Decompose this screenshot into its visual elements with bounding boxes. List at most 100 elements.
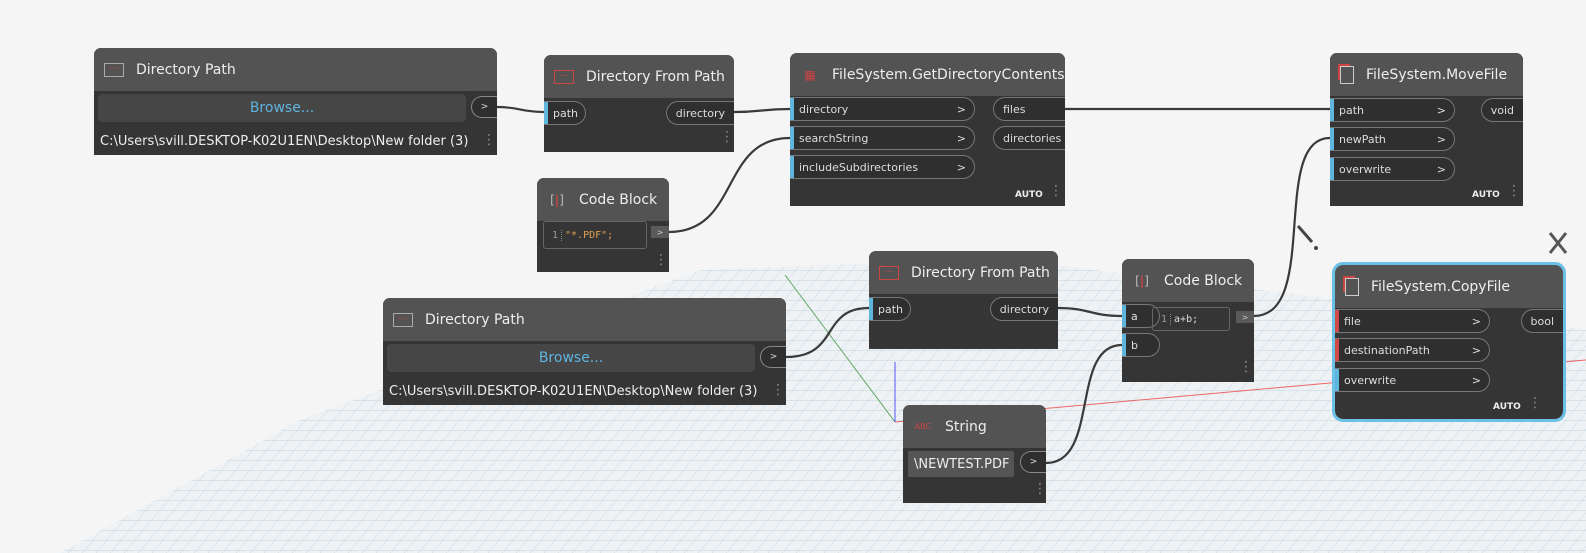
output-port[interactable]: > <box>471 96 497 118</box>
node-header[interactable]: [|]Code Block <box>537 178 669 221</box>
node-menu-icon[interactable]: ⋮ <box>482 132 496 148</box>
lacing-label: AUTO <box>1493 402 1521 412</box>
output-port[interactable]: > <box>1020 451 1046 473</box>
node-title: String <box>945 418 987 435</box>
port-label: newPath <box>1339 132 1386 146</box>
copy-file-node[interactable]: FileSystem.CopyFile file> destinationPat… <box>1332 262 1566 422</box>
directory-path-node[interactable]: ···Directory Path Browse... > C:\Users\s… <box>383 298 786 405</box>
node-title: FileSystem.GetDirectoryContents <box>832 66 1065 83</box>
browse-button[interactable]: Browse... <box>98 94 466 122</box>
node-menu-icon[interactable]: ⋮ <box>1033 481 1047 497</box>
port-label: b <box>1131 338 1138 352</box>
node-header[interactable]: [|]Code Block <box>1122 259 1254 302</box>
port-label: void <box>1490 103 1514 117</box>
input-port-searchstring[interactable]: searchString > <box>790 126 975 150</box>
node-menu-icon[interactable]: ⋮ <box>1507 183 1521 199</box>
chevron-right-icon: > <box>1436 103 1446 117</box>
y-axis-line <box>784 274 896 423</box>
node-menu-icon[interactable]: ⋮ <box>1528 395 1542 411</box>
chevron-right-icon: > <box>1471 373 1481 387</box>
output-port-directories[interactable]: directories <box>993 126 1065 150</box>
chevron-right-icon: > <box>1436 162 1446 176</box>
input-port-overwrite[interactable]: overwrite > <box>1335 368 1490 392</box>
port-label: searchString <box>799 131 869 145</box>
line-number: 1 <box>552 229 563 241</box>
chevron-right-icon: > <box>1471 314 1481 328</box>
node-header[interactable]: ··· Directory Path <box>383 298 786 341</box>
port-label: directory <box>799 102 849 116</box>
string-icon: ABC <box>914 422 932 431</box>
node-menu-icon[interactable]: ⋮ <box>720 129 734 145</box>
input-port-file[interactable]: file> <box>1335 309 1490 333</box>
wire <box>1253 136 1331 318</box>
output-port[interactable]: > <box>760 346 786 368</box>
output-port-directory[interactable]: directory <box>665 101 734 125</box>
node-header[interactable]: FileSystem.CopyFile <box>1335 265 1563 308</box>
port-label: overwrite <box>1344 373 1397 387</box>
output-port-void[interactable]: void <box>1480 98 1523 122</box>
node-header[interactable]: ▦ FileSystem.GetDirectoryContents <box>790 53 1065 96</box>
output-port[interactable]: > <box>1236 311 1254 323</box>
input-port-path[interactable]: path> <box>1330 98 1455 122</box>
wrench-icon[interactable] <box>1548 232 1568 254</box>
node-header[interactable]: FileSystem.MoveFile <box>1330 53 1523 96</box>
node-header[interactable]: ABC String <box>903 405 1046 448</box>
input-port-overwrite[interactable]: overwrite > <box>1330 157 1455 181</box>
port-label: directory <box>675 106 725 120</box>
wire <box>1057 306 1123 318</box>
port-label: destinationPath <box>1344 343 1430 357</box>
code-text: a+b; <box>1174 313 1199 325</box>
file-icon <box>1345 277 1359 296</box>
wire <box>496 105 545 114</box>
node-title: Directory From Path <box>586 68 725 85</box>
folder-icon: ··· <box>393 312 413 327</box>
directory-from-path-node[interactable]: ···Directory From Path path directory <box>869 251 1058 349</box>
port-label: path <box>553 106 579 120</box>
directory-from-path-node[interactable]: ···Directory From Path path directory ⋮ <box>544 55 734 152</box>
chevron-right-icon: > <box>1436 132 1446 146</box>
node-menu-icon[interactable]: ⋮ <box>1239 359 1253 375</box>
string-node[interactable]: ABC String \NEWTEST.PDF > ⋮ <box>903 405 1047 503</box>
port-label: bool <box>1530 314 1555 328</box>
code-block-node[interactable]: [|]Code Block 1"*.PDF"; > ⋮ <box>537 178 669 272</box>
input-port-directory[interactable]: directory> <box>790 97 975 121</box>
port-label: directory <box>999 302 1049 316</box>
node-header[interactable]: ···Directory From Path <box>544 55 734 98</box>
output-port-bool[interactable]: bool <box>1520 309 1563 333</box>
wire <box>733 107 791 114</box>
node-menu-icon[interactable]: ⋮ <box>771 382 785 398</box>
output-port-files[interactable]: files <box>993 97 1065 121</box>
chevron-right-icon: > <box>956 131 966 145</box>
node-title: Directory Path <box>425 311 525 328</box>
node-menu-icon[interactable]: ⋮ <box>654 252 668 268</box>
folder-icon: ··· <box>879 265 899 280</box>
input-port-path[interactable]: path <box>544 101 586 125</box>
node-header[interactable]: ···Directory From Path <box>869 251 1058 294</box>
string-input[interactable]: \NEWTEST.PDF <box>908 451 1014 477</box>
folder-icon: ··· <box>104 62 124 77</box>
browse-button[interactable]: Browse... <box>387 344 755 372</box>
output-port[interactable]: > <box>651 226 669 238</box>
port-label: overwrite <box>1339 162 1392 176</box>
wire <box>1045 343 1123 465</box>
code-text: "*.PDF"; <box>565 229 614 241</box>
move-file-node[interactable]: FileSystem.MoveFile path> newPath > overw… <box>1330 53 1523 206</box>
directory-path-node[interactable]: ···Directory Path Browse... > C:\Users\s… <box>94 48 497 155</box>
eyedropper-icon <box>1296 225 1318 250</box>
node-title: FileSystem.MoveFile <box>1366 66 1508 83</box>
node-header[interactable]: ···Directory Path <box>94 48 497 91</box>
input-port-includesubdirectories[interactable]: includeSubdirectories> <box>790 155 975 179</box>
input-port-newpath[interactable]: newPath > <box>1330 127 1455 151</box>
node-menu-icon[interactable]: ⋮ <box>1049 183 1063 199</box>
port-label: files <box>1003 102 1026 116</box>
grid-icon: ▦ <box>804 67 816 82</box>
input-port-path[interactable]: path <box>869 297 911 321</box>
input-port-b[interactable]: b <box>1122 333 1160 357</box>
code-editor[interactable]: 1"*.PDF"; <box>543 221 647 249</box>
get-directory-contents-node[interactable]: ▦ FileSystem.GetDirectoryContents directo… <box>790 53 1065 206</box>
output-port-directory[interactable]: directory <box>989 297 1058 321</box>
input-port-destinationpath[interactable]: destinationPath> <box>1335 338 1490 362</box>
